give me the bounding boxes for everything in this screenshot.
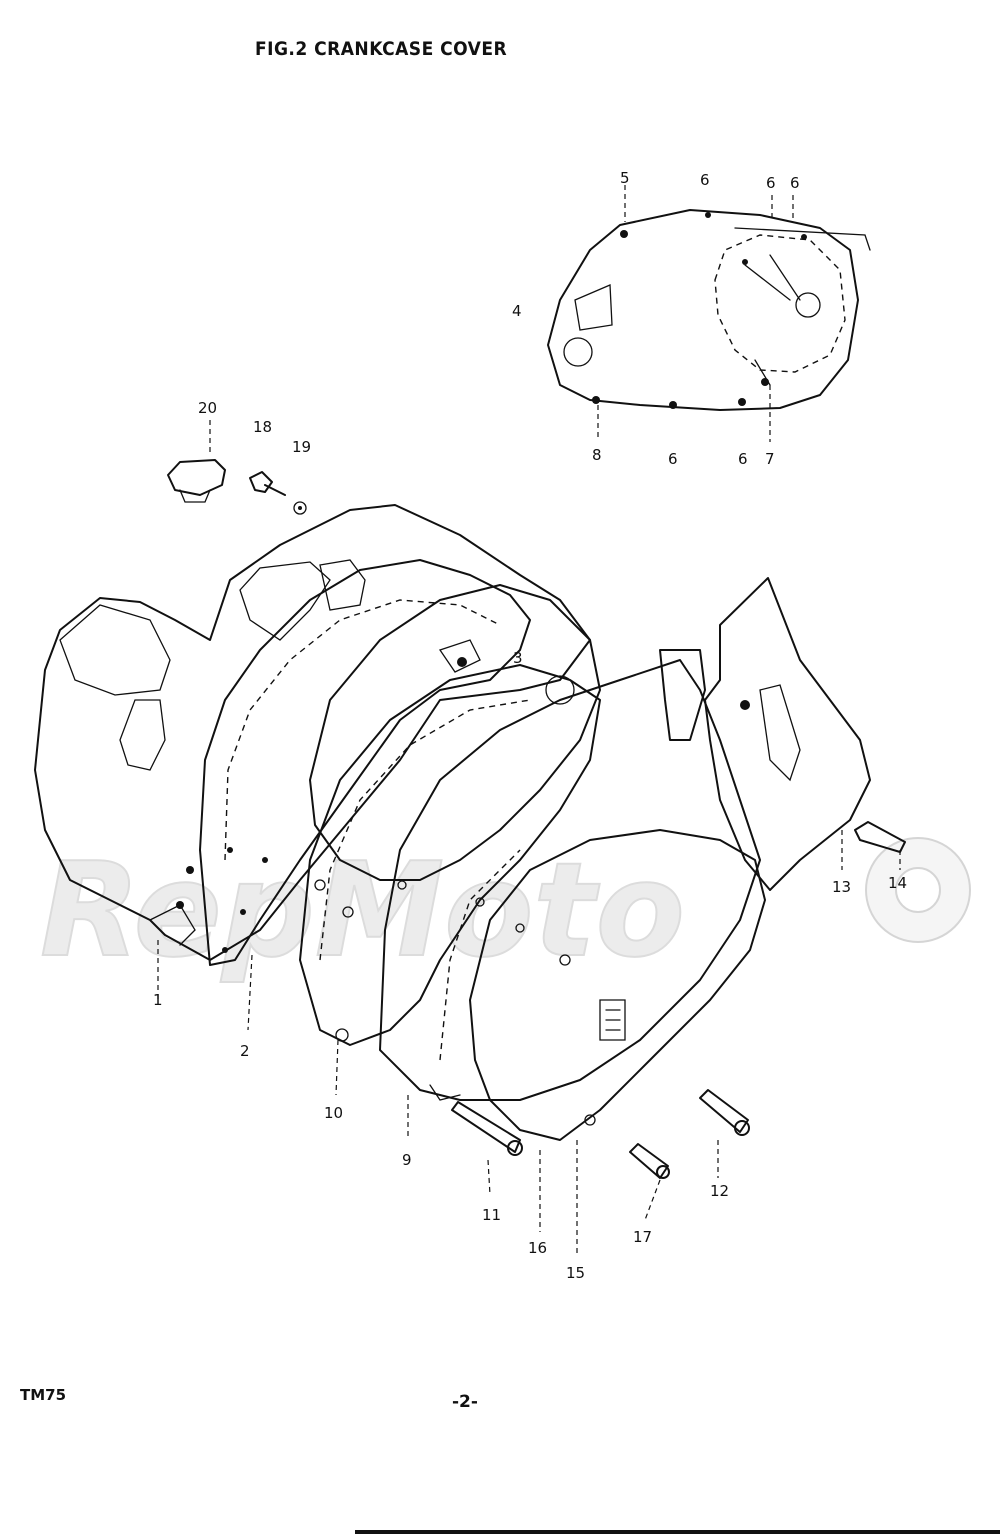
callout-5: 5 [620, 169, 630, 187]
callout-12: 12 [710, 1182, 729, 1200]
part-19-washer [293, 501, 307, 515]
callout-7: 7 [765, 450, 775, 468]
callout-18: 18 [253, 418, 272, 436]
callout-13: 13 [832, 878, 851, 896]
part-11-bolt [451, 1101, 523, 1156]
callout-10: 10 [324, 1104, 343, 1122]
part-13-guard-plate [704, 577, 871, 891]
part-18-screw [249, 471, 286, 496]
part-20-oil-filler-cap [167, 459, 226, 503]
callout-labels: 1 2 3 4 5 6 6 6 6 6 7 8 9 10 11 12 13 14… [153, 169, 907, 1282]
watermark: RepMoto [39, 833, 971, 987]
callout-16: 16 [528, 1239, 547, 1257]
callout-6-bottom-a: 6 [668, 450, 678, 468]
part-4-clutch-cover [547, 209, 871, 411]
footer-rule [355, 1530, 1000, 1534]
callout-3: 3 [513, 649, 523, 667]
part-9-crankcase-cover-body [379, 649, 761, 1101]
model-code: TM75 [20, 1386, 67, 1404]
callout-17: 17 [633, 1228, 652, 1246]
callout-11: 11 [482, 1206, 501, 1224]
part-14-bolt [854, 821, 906, 853]
callout-1: 1 [153, 991, 163, 1009]
watermark-text: RepMoto [40, 834, 685, 986]
callout-14: 14 [888, 874, 907, 892]
callout-6-top-a: 6 [700, 171, 710, 189]
callout-4: 4 [512, 302, 522, 320]
callout-6-bottom-b: 6 [738, 450, 748, 468]
leader-lines [157, 185, 901, 1255]
callout-20: 20 [198, 399, 217, 417]
callout-6-top-b: 6 [766, 174, 776, 192]
callout-8: 8 [592, 446, 602, 464]
part-12-bolt [699, 1089, 750, 1136]
callout-6-top-c: 6 [790, 174, 800, 192]
page-number: -2- [452, 1392, 478, 1412]
figure-title: FIG.2 CRANKCASE COVER [255, 38, 508, 60]
callout-2: 2 [240, 1042, 250, 1060]
callout-19: 19 [292, 438, 311, 456]
watermark-hub-icon [895, 867, 941, 913]
part-17-bolt [629, 1143, 670, 1179]
callout-9: 9 [402, 1151, 412, 1169]
callout-15: 15 [566, 1264, 585, 1282]
part-10-gasket [299, 664, 601, 1046]
part-15-outer-cover [469, 829, 766, 1141]
part-2-gasket [199, 559, 531, 966]
